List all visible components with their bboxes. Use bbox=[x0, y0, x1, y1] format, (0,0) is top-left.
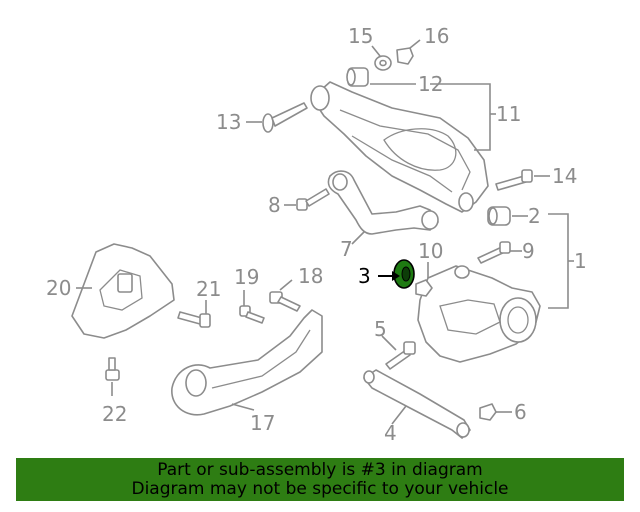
bolt-14-part bbox=[495, 169, 533, 191]
callout-15[interactable]: 15 bbox=[348, 24, 373, 48]
callout-22[interactable]: 22 bbox=[102, 402, 127, 426]
info-banner: Part or sub-assembly is #3 in diagram Di… bbox=[16, 458, 624, 501]
callout-18[interactable]: 18 bbox=[298, 264, 323, 288]
callout-8[interactable]: 8 bbox=[268, 193, 281, 217]
bushing-3-highlighted-part bbox=[393, 259, 415, 289]
callout-12[interactable]: 12 bbox=[418, 72, 443, 96]
bushing-12-part bbox=[346, 67, 369, 87]
bushing-6-part bbox=[479, 403, 497, 421]
bolt-22-part bbox=[105, 357, 120, 381]
callout-19[interactable]: 19 bbox=[234, 265, 259, 289]
mount-20-part bbox=[71, 243, 175, 339]
leader-lines bbox=[76, 39, 574, 425]
callout-6[interactable]: 6 bbox=[514, 400, 527, 424]
callout-10[interactable]: 10 bbox=[418, 239, 443, 263]
callout-7[interactable]: 7 bbox=[340, 237, 353, 261]
bolt-13-part bbox=[262, 102, 308, 133]
bolt-21-part bbox=[177, 311, 211, 328]
washer-15-part bbox=[374, 55, 392, 71]
nut-10-part bbox=[415, 279, 433, 297]
callout-9[interactable]: 9 bbox=[522, 239, 535, 263]
callout-20[interactable]: 20 bbox=[46, 276, 71, 300]
callout-21[interactable]: 21 bbox=[196, 277, 221, 301]
bushing-2-part bbox=[487, 206, 511, 226]
bolt-5-part bbox=[385, 341, 416, 370]
callout-5[interactable]: 5 bbox=[374, 317, 387, 341]
callout-13[interactable]: 13 bbox=[216, 110, 241, 134]
callout-4[interactable]: 4 bbox=[384, 421, 397, 445]
bolt-8-part bbox=[296, 188, 330, 211]
bolt-18-part bbox=[269, 291, 301, 312]
lower-arm-17-part bbox=[171, 309, 323, 416]
callout-1[interactable]: 1 bbox=[574, 249, 587, 273]
banner-line-part: Part or sub-assembly is #3 in diagram bbox=[157, 459, 483, 480]
upper-control-arm-part bbox=[310, 81, 489, 213]
banner-line-disclaimer: Diagram may not be specific to your vehi… bbox=[131, 478, 509, 499]
nut-16-part bbox=[396, 47, 414, 65]
callout-14[interactable]: 14 bbox=[552, 164, 577, 188]
toe-link-7-part bbox=[327, 170, 439, 235]
knuckle-1-part bbox=[417, 265, 541, 363]
callout-16[interactable]: 16 bbox=[424, 24, 449, 48]
lower-link-4-part bbox=[363, 369, 471, 439]
callout-11[interactable]: 11 bbox=[496, 102, 521, 126]
callout-2[interactable]: 2 bbox=[528, 204, 541, 228]
parts-diagram: 1 2 3 4 5 6 7 8 9 10 11 12 13 14 15 16 1… bbox=[46, 24, 587, 445]
callout-17[interactable]: 17 bbox=[250, 411, 275, 435]
bolt-19-part bbox=[239, 305, 265, 324]
bolt-9-part bbox=[477, 241, 511, 264]
callout-3[interactable]: 3 bbox=[358, 264, 371, 288]
